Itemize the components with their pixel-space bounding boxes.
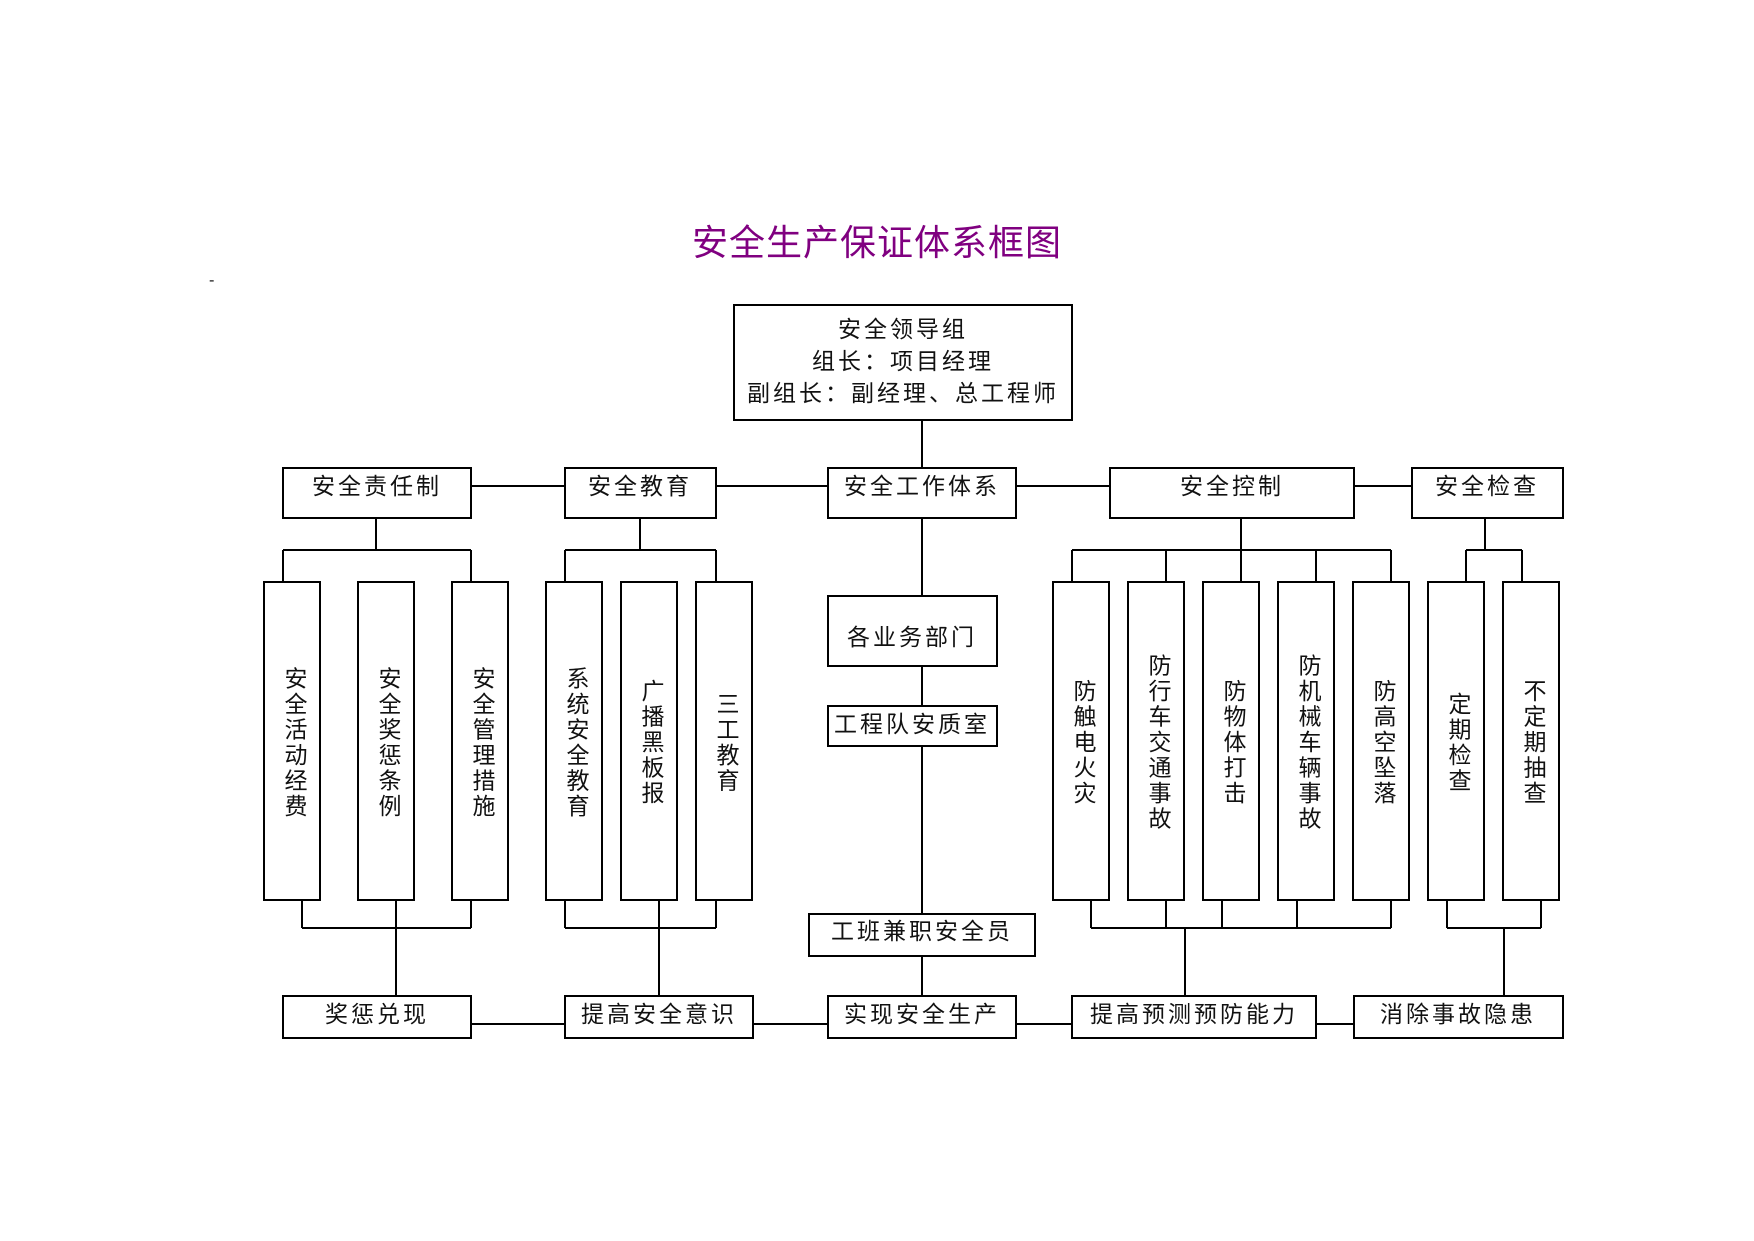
column-label: 防行车交通事故 [1149, 654, 1172, 833]
column-responsibility-1: 安全活动经费 [263, 581, 321, 901]
measure-columns: 安全活动经费 安全奖惩条例 安全管理措施 系统安全教育 广播黑板报 三工教育 防触电火灾 防行… [263, 581, 1560, 901]
svg-text:安全工作体系: 安全工作体系 [844, 474, 1000, 500]
header-inspection: 安全检查 [1411, 467, 1564, 519]
column-education-2: 广播黑板报 [620, 581, 678, 901]
center-shift-officer: 工班兼职安全员 [808, 913, 1036, 957]
column-responsibility-3: 安全管理措施 [451, 581, 509, 901]
svg-text:各业务部门: 各业务部门 [847, 625, 977, 651]
page-title: 安全生产保证体系框图 [691, 223, 1062, 264]
column-control-5: 防高空坠落 [1352, 581, 1410, 901]
outcome-reward: 奖惩兑现 [282, 995, 472, 1039]
svg-text:工班兼职安全员: 工班兼职安全员 [831, 919, 1013, 945]
outcome-awareness: 提高安全意识 [564, 995, 754, 1039]
column-label: 不定期抽查 [1524, 679, 1547, 807]
svg-text:实现安全生产: 实现安全生产 [844, 1002, 1000, 1028]
stray-mark: - [209, 270, 215, 289]
center-team-office: 工程队安质室 [827, 705, 998, 747]
header-work-system: 安全工作体系 [827, 467, 1017, 519]
column-inspection-2: 不定期抽查 [1502, 581, 1560, 901]
column-control-1: 防触电火灾 [1052, 581, 1110, 901]
svg-text:安全责任制: 安全责任制 [312, 474, 442, 500]
svg-text:安全控制: 安全控制 [1180, 474, 1284, 500]
column-label: 防高空坠落 [1374, 679, 1397, 807]
column-control-4: 防机械车辆事故 [1277, 581, 1335, 901]
connectors [282, 420, 1542, 1025]
header-control: 安全控制 [1109, 467, 1355, 519]
column-control-3: 防物体打击 [1202, 581, 1260, 901]
header-responsibility: 安全责任制 [282, 467, 472, 519]
column-responsibility-2: 安全奖惩条例 [357, 581, 415, 901]
column-label: 定期检查 [1449, 692, 1472, 795]
outcome-safe-production: 实现安全生产 [827, 995, 1017, 1039]
column-education-3: 三工教育 [695, 581, 753, 901]
header-education: 安全教育 [564, 467, 717, 519]
svg-text:消除事故隐患: 消除事故隐患 [1380, 1002, 1536, 1028]
column-label: 系统安全教育 [567, 666, 590, 820]
column-inspection-1: 定期检查 [1427, 581, 1485, 901]
outcome-hazards: 消除事故隐患 [1353, 995, 1564, 1039]
column-label: 安全活动经费 [285, 666, 308, 820]
column-label: 安全管理措施 [473, 666, 496, 820]
column-label: 广播黑板报 [642, 679, 665, 807]
column-label: 三工教育 [717, 692, 740, 795]
svg-text:提高预测预防能力: 提高预测预防能力 [1090, 1002, 1298, 1028]
svg-text:工程队安质室: 工程队安质室 [834, 712, 990, 738]
svg-text:安全检查: 安全检查 [1435, 474, 1539, 500]
leader-head: 组长：项目经理 [812, 349, 994, 375]
column-label: 安全奖惩条例 [379, 666, 402, 820]
column-label: 防机械车辆事故 [1299, 654, 1322, 833]
safety-leadership-box: 安全领导组 组长：项目经理 副组长：副经理、总工程师 [733, 304, 1073, 421]
center-departments: 各业务部门 [827, 595, 998, 667]
column-label: 防触电火灾 [1074, 679, 1097, 807]
column-label: 防物体打击 [1224, 679, 1247, 807]
outcome-prevention: 提高预测预防能力 [1071, 995, 1317, 1039]
column-control-2: 防行车交通事故 [1127, 581, 1185, 901]
column-education-1: 系统安全教育 [545, 581, 603, 901]
svg-text:奖惩兑现: 奖惩兑现 [325, 1002, 429, 1028]
svg-text:安全教育: 安全教育 [588, 474, 692, 500]
leader-title: 安全领导组 [838, 317, 968, 343]
leader-deputy: 副组长：副经理、总工程师 [747, 381, 1059, 407]
svg-text:提高安全意识: 提高安全意识 [581, 1002, 737, 1028]
